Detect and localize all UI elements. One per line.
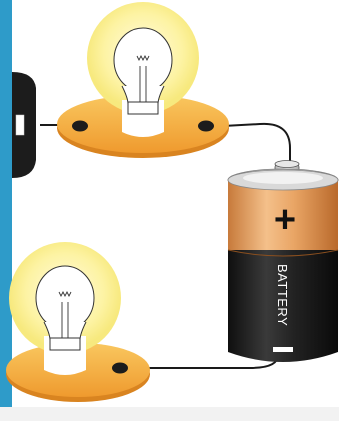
terminal-screw-icon	[112, 362, 128, 374]
terminal-screw-icon	[198, 120, 214, 132]
bulb-top	[57, 2, 229, 158]
terminal-screw-icon	[72, 120, 88, 132]
left-accent-strip	[0, 0, 12, 407]
negative-symbol	[273, 347, 293, 352]
positive-symbol: +	[274, 199, 296, 241]
wire-top-bulb-to-battery	[204, 122, 291, 168]
battery: + BATTERY	[227, 160, 339, 362]
battery-label: BATTERY	[275, 264, 290, 326]
bottom-strip	[0, 407, 339, 421]
switch	[12, 72, 36, 178]
bulb-bottom	[6, 242, 150, 402]
